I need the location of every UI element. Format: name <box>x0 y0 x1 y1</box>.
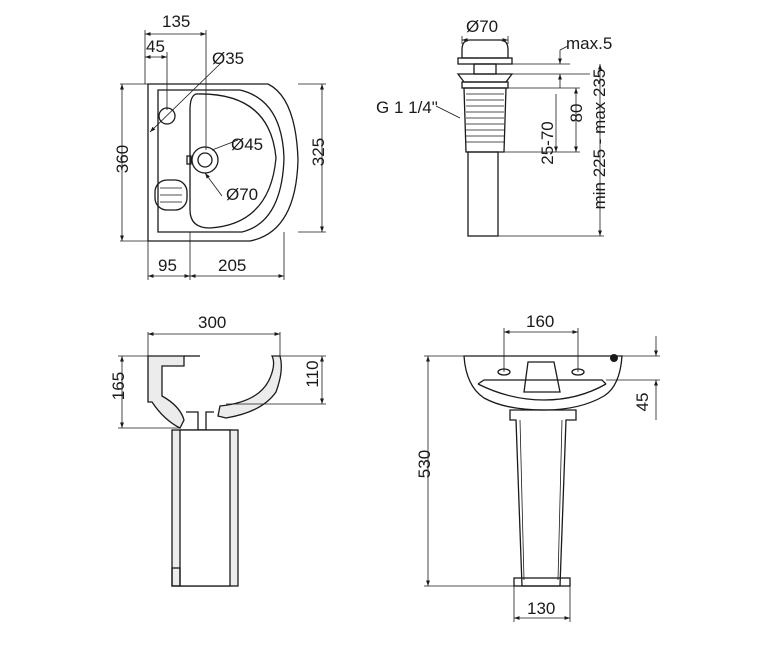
dim-325: 325 <box>309 138 328 166</box>
front-dim-530: 530 <box>415 450 434 478</box>
dim-205: 205 <box>218 256 246 275</box>
overflow-slot <box>154 179 188 211</box>
drain-dim-d70: Ø70 <box>466 17 498 36</box>
drain-dim-max5: max.5 <box>566 34 612 53</box>
drain-pipe <box>467 151 499 237</box>
basin-bowl <box>157 89 285 233</box>
basin-side-view: 300 165 110 <box>109 313 326 587</box>
dim-135: 135 <box>162 12 190 31</box>
front-dim-160: 160 <box>526 312 554 331</box>
side-dim-110: 110 <box>303 360 322 387</box>
drain-valve-view: Ø70 max.5 G 1 1/4" 80 25-70 min 225 - ma… <box>376 17 612 237</box>
dim-d35: Ø35 <box>212 49 244 68</box>
side-basin-section <box>147 355 185 429</box>
basin-outline <box>147 83 299 242</box>
front-basin <box>463 355 623 411</box>
basin-front-view: 160 45 530 130 <box>415 312 660 622</box>
drain-thread-label: G 1 1/4" <box>376 98 438 117</box>
dim-360: 360 <box>113 145 132 173</box>
side-dim-165: 165 <box>109 372 128 400</box>
dim-d45: Ø45 <box>231 135 263 154</box>
basin-top-view: 135 45 Ø35 Ø45 Ø70 360 325 95 205 <box>113 12 328 280</box>
drain-hole-outer <box>191 146 219 174</box>
dim-d70: Ø70 <box>226 185 258 204</box>
side-bowl-curve <box>217 355 282 419</box>
front-dim-130: 130 <box>527 599 555 618</box>
dim-95: 95 <box>158 256 177 275</box>
drain-dim-25-70: 25-70 <box>538 121 557 164</box>
drain-hole-inner <box>197 152 213 168</box>
drain-dim-80: 80 <box>567 104 586 123</box>
front-dim-45: 45 <box>633 393 652 412</box>
side-dim-300: 300 <box>198 313 226 332</box>
drain-cap <box>461 39 509 59</box>
drain-dim-range: min 225 - max 235 <box>590 69 609 210</box>
basin-bowl-inner <box>189 93 277 229</box>
dim-45: 45 <box>146 37 165 56</box>
front-pedestal <box>509 409 577 587</box>
